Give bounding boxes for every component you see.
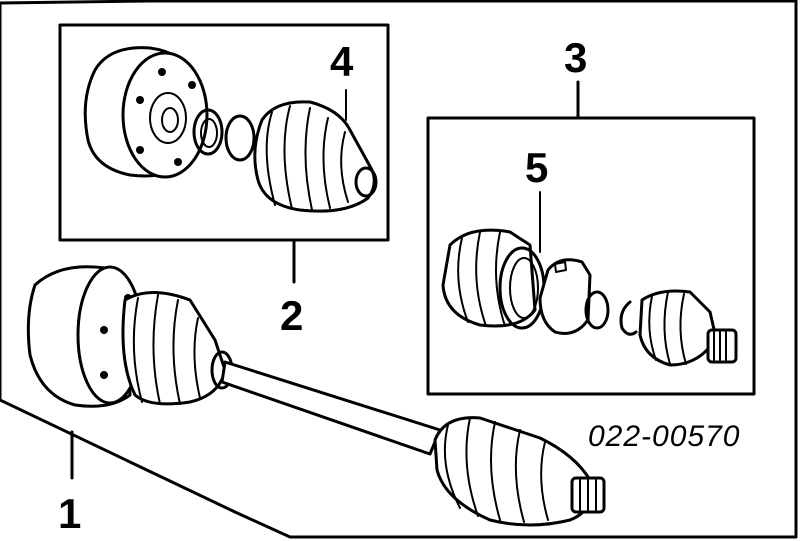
- outer-snap-ring: [192, 108, 224, 156]
- callout-5: 5: [525, 144, 548, 191]
- callout-4: 4: [330, 38, 354, 85]
- inner-joint-cage: [538, 258, 592, 335]
- inner-joint-kit-box: [426, 116, 756, 396]
- callout-2: 2: [280, 292, 303, 339]
- axle-shaft: [220, 360, 442, 456]
- outer-joint-kit-box: [58, 23, 390, 242]
- inner-stub-shaft: [638, 289, 738, 367]
- inner-circlip: [619, 300, 638, 336]
- callout-3: 3: [564, 34, 587, 81]
- main-outer-boot: [433, 416, 593, 527]
- callout-1: 1: [58, 490, 81, 537]
- outer-joint-housing: [83, 46, 209, 179]
- main-inner-boot: [121, 291, 234, 406]
- main-outer-stub-shaft: [570, 476, 606, 514]
- inner-snap-ring: [584, 290, 610, 330]
- outer-cv-boot: [253, 100, 378, 213]
- outer-clamp-ring: [224, 114, 256, 162]
- diagram-reference-code: 022-00570: [588, 420, 740, 453]
- inner-cv-boot: [441, 228, 537, 328]
